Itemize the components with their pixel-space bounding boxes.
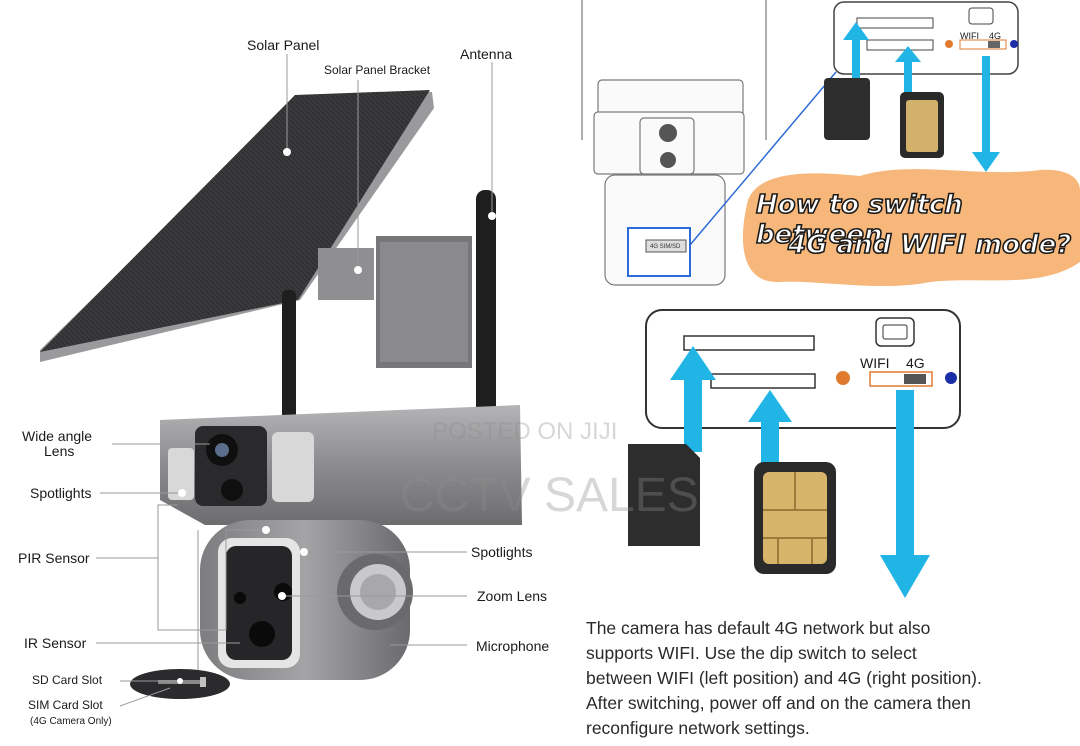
label-solar-panel: Solar Panel	[247, 37, 320, 53]
label-spotlights-left: Spotlights	[30, 485, 92, 501]
port-label: 4G SIM/SD	[650, 244, 681, 250]
arrows-large	[670, 346, 930, 598]
label-sd-card-slot: SD Card Slot	[32, 673, 103, 687]
antenna-left	[282, 290, 296, 440]
label-solar-panel-bracket: Solar Panel Bracket	[324, 63, 431, 77]
instructions-line-5: reconfigure network settings.	[586, 718, 810, 738]
camera-illustration	[40, 54, 522, 707]
label-sim-card-slot: SIM Card Slot	[28, 698, 103, 712]
label-wide-angle-lens-2: Lens	[44, 443, 75, 459]
label-sim-note: (4G Camera Only)	[30, 716, 112, 727]
label-antenna: Antenna	[460, 46, 513, 62]
label-ir-sensor: IR Sensor	[24, 635, 87, 651]
solar-panel-bracket	[318, 236, 472, 368]
watermark-line-2: CCTV SALES	[400, 469, 699, 522]
arrows-small	[843, 22, 1000, 172]
switch-small-wifi: WIFI	[960, 31, 979, 41]
ptz-head	[200, 520, 413, 680]
heading-callout	[742, 169, 1080, 287]
watermark-line-1: POSTED ON JIJI	[432, 418, 618, 445]
switch-panel-small	[833, 1, 1019, 75]
solar-panel	[40, 90, 434, 362]
instructions-line-1: The camera has default 4G network but al…	[586, 618, 931, 638]
label-pir-sensor: PIR Sensor	[18, 550, 90, 566]
switch-panel-large	[645, 309, 961, 429]
switch-small-4g: 4G	[989, 31, 1002, 41]
sd-card-small	[824, 78, 870, 140]
switch-large-4g: 4G	[906, 355, 925, 371]
instructions-text: The camera has default 4G network but al…	[586, 616, 1076, 741]
heading-line-2: 4G and WIFI mode?	[787, 229, 1072, 261]
label-dots	[177, 148, 496, 684]
heading-line-1: How to switch between	[755, 189, 963, 251]
label-wide-angle-lens-1: Wide angle	[22, 428, 93, 444]
leader-lines	[96, 54, 493, 707]
switch-guide-graphic	[581, 0, 1080, 598]
sd-card-large	[628, 444, 700, 546]
switch-large-wifi: WIFI	[860, 355, 890, 371]
camera-housing	[160, 405, 522, 525]
instructions-line-2: supports WIFI. Use the dip switch to sel…	[586, 643, 917, 663]
label-zoom-lens: Zoom Lens	[477, 588, 548, 604]
sim-card-large	[754, 462, 836, 574]
label-spotlights-right: Spotlights	[471, 544, 533, 560]
instructions-line-4: After switching, power off and on the ca…	[586, 693, 971, 713]
label-microphone: Microphone	[476, 638, 550, 654]
instructions-line-3: between WIFI (left position) and 4G (rig…	[586, 668, 982, 688]
